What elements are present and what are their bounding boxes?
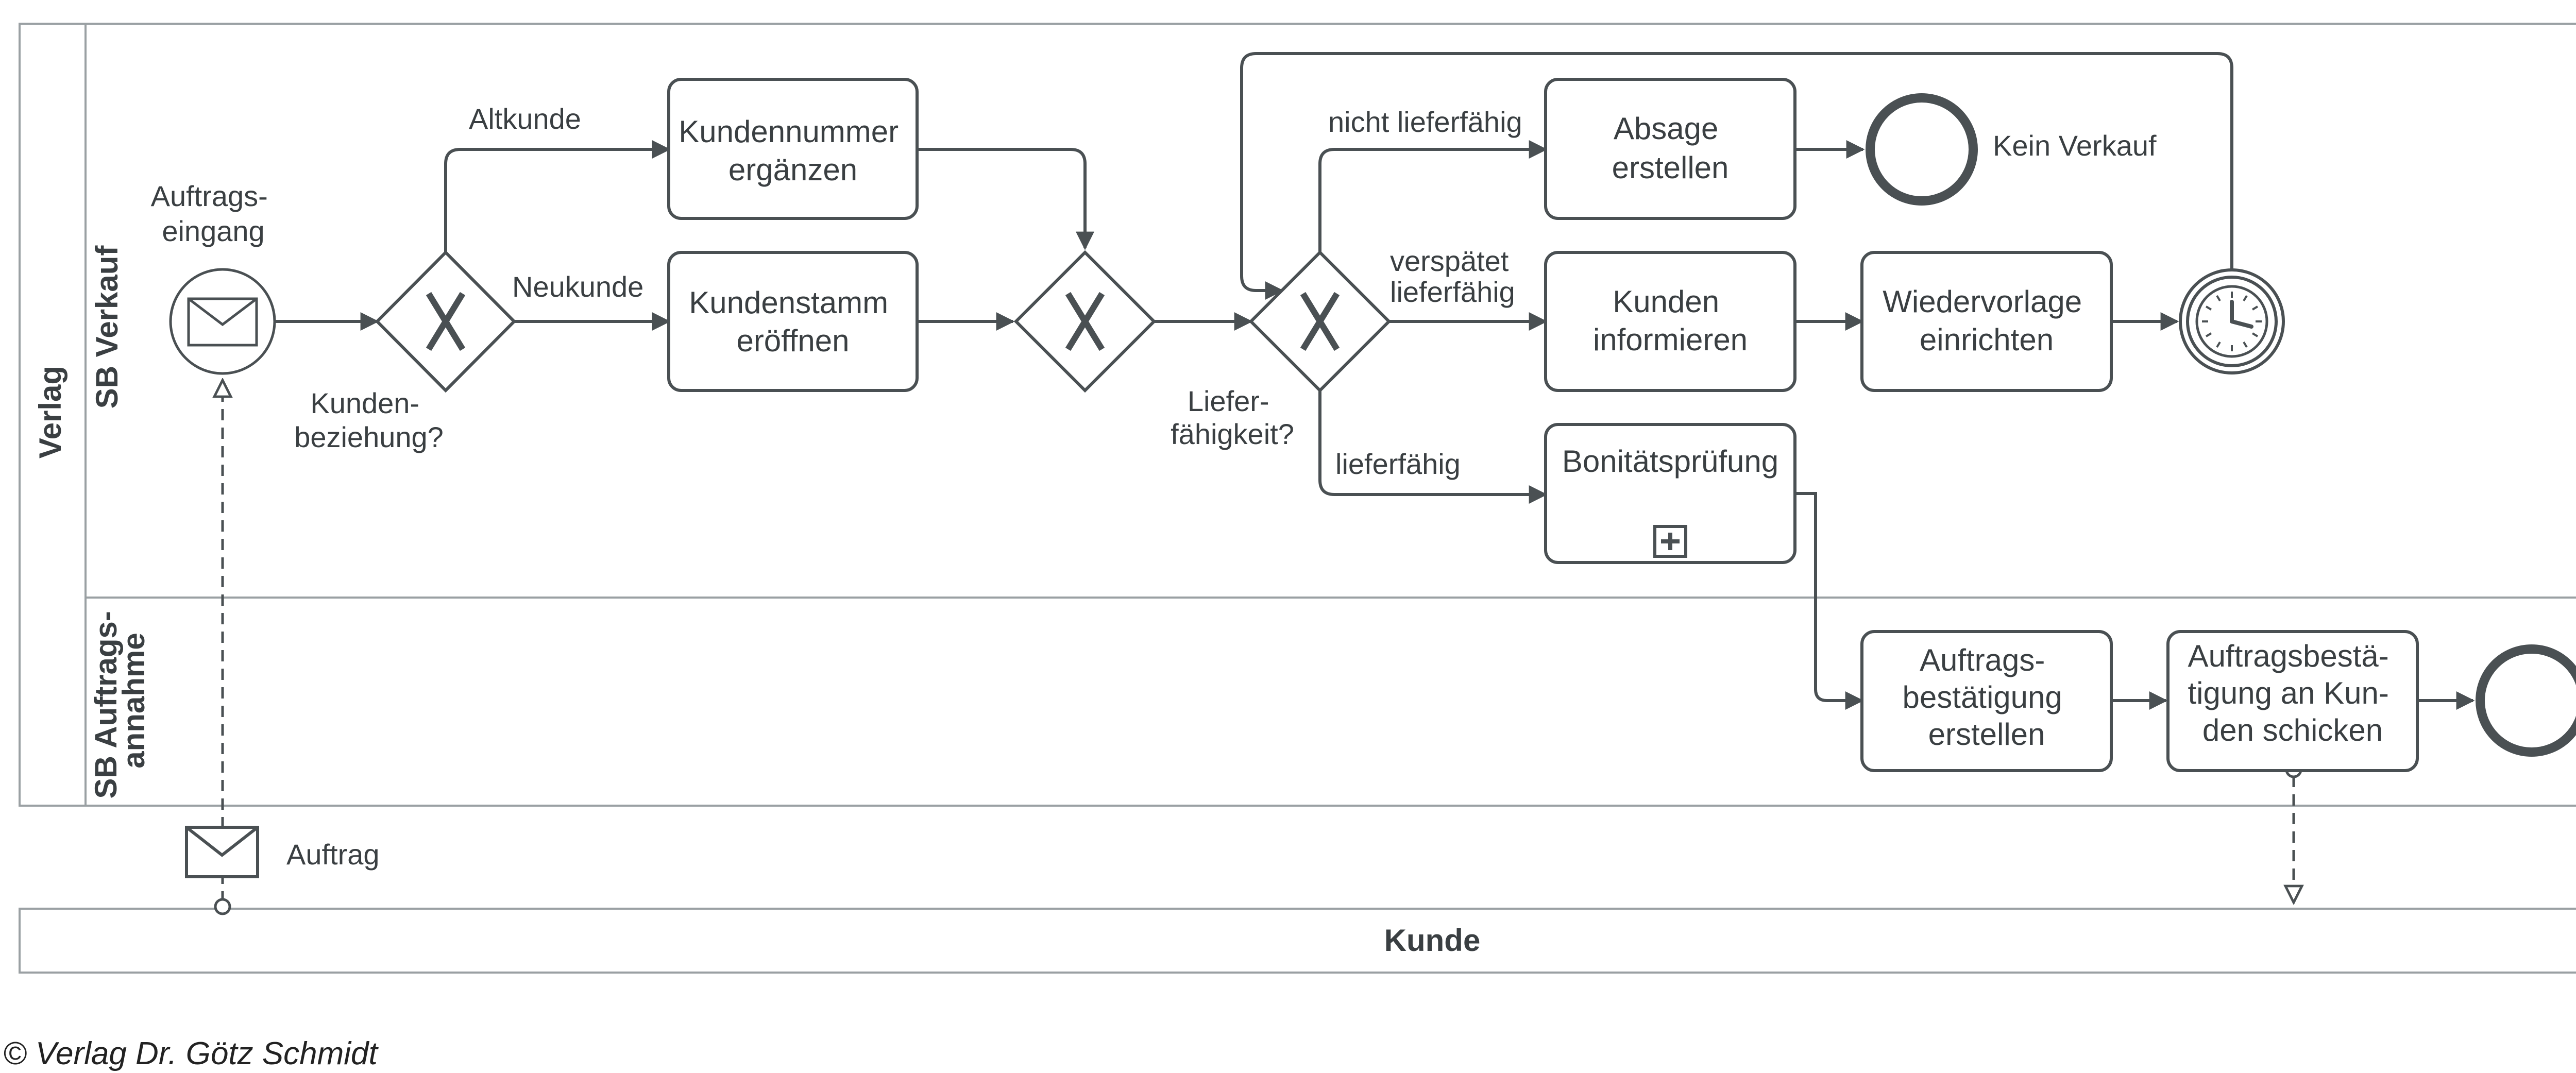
flow-label-altkunde: Altkunde bbox=[469, 103, 581, 135]
task-label: Kundenstamm eröffnen bbox=[689, 285, 897, 358]
flow-label-nicht-lieferfaehig: nicht lieferfähig bbox=[1328, 106, 1522, 138]
task-kundenstamm-eroeffnen[interactable]: Kundenstamm eröffnen bbox=[667, 251, 919, 392]
flow-lieferfaehig bbox=[1318, 390, 1548, 504]
task-kunden-informieren[interactable]: Kunden informieren bbox=[1544, 251, 1797, 392]
gateway-kundenbeziehung-label: Kunden- beziehung? bbox=[294, 387, 444, 453]
task-label: Auftragsbestä- tigung an Kun- den schick… bbox=[2188, 639, 2398, 747]
message-flow-origin bbox=[214, 898, 231, 915]
x-icon bbox=[426, 292, 466, 351]
flow-label-verspaetet: verspätet lieferfähig bbox=[1390, 245, 1517, 308]
start-event-auftragseingang[interactable] bbox=[169, 268, 276, 375]
flow-label-neukunde: Neukunde bbox=[512, 270, 643, 303]
gateway-lieferfaehigkeit[interactable] bbox=[1248, 250, 1392, 393]
lane-label-sb-verkauf: SB Verkauf bbox=[90, 245, 124, 409]
clock-icon bbox=[2195, 285, 2268, 358]
timer-event[interactable] bbox=[2179, 268, 2285, 374]
sequence-flows bbox=[275, 52, 2475, 710]
message-auftrag: Auftrag bbox=[185, 826, 380, 878]
pool-kunde: Kunde bbox=[19, 908, 2576, 974]
flow-bonitaet-to-bestaetigung bbox=[1795, 492, 1864, 710]
pool-label-verlag: Verlag bbox=[33, 366, 67, 458]
task-label: Auftrags- bestätigung erstellen bbox=[1903, 643, 2071, 752]
start-event-label: Auftrags- eingang bbox=[151, 180, 276, 247]
task-label: Bonitätsprüfung bbox=[1562, 444, 1778, 479]
subprocess-plus-icon[interactable] bbox=[1653, 525, 1687, 558]
flow-nicht-lieferfaehig bbox=[1318, 140, 1548, 252]
task-label: Absage erstellen bbox=[1612, 111, 1729, 185]
task-auftragsbestaetigung-schicken[interactable]: Auftragsbestä- tigung an Kun- den schick… bbox=[2166, 630, 2419, 772]
flow-kundennummer-to-merge bbox=[917, 148, 1094, 250]
x-icon bbox=[1065, 292, 1105, 351]
lane-label-sb-auftragsannahme: SB Auftrags- annahme bbox=[89, 602, 151, 798]
gateway-lieferfaehigkeit-label: Liefer- fähigkeit? bbox=[1171, 385, 1294, 450]
message-label: Auftrag bbox=[286, 838, 380, 871]
end-event-kein-verkauf-label: Kein Verkauf bbox=[1993, 129, 2157, 162]
flow-altkunde bbox=[444, 140, 671, 252]
gateway-kundenbeziehung[interactable] bbox=[375, 250, 517, 393]
task-wiedervorlage-einrichten[interactable]: Wiedervorlage einrichten bbox=[1860, 251, 2113, 392]
task-auftragsbestaetigung-erstellen[interactable]: Auftrags- bestätigung erstellen bbox=[1860, 630, 2113, 772]
task-label: Wiedervorlage einrichten bbox=[1883, 284, 2091, 357]
pool-verlag: Verlag bbox=[19, 23, 2576, 807]
task-kundennummer-ergaenzen[interactable]: Kundennummer ergänzen bbox=[667, 78, 919, 220]
flow-timer-loop bbox=[1240, 52, 2233, 300]
pool-label-kunde: Kunde bbox=[1384, 923, 1481, 958]
task-absage-erstellen[interactable]: Absage erstellen bbox=[1544, 78, 1797, 220]
x-icon bbox=[1300, 292, 1340, 351]
task-bonitaetspruefung[interactable]: Bonitätsprüfung bbox=[1544, 423, 1797, 564]
end-event-auftrag[interactable] bbox=[2476, 644, 2576, 757]
gateway-merge[interactable] bbox=[1013, 250, 1157, 393]
copyright-notice: © Verlag Dr. Götz Schmidt bbox=[3, 1036, 379, 1071]
end-event-kein-verkauf[interactable] bbox=[1866, 93, 1978, 206]
envelope-icon bbox=[187, 297, 258, 347]
task-label: Kundennummer ergänzen bbox=[679, 114, 907, 187]
flow-label-lieferfaehig: lieferfähig bbox=[1335, 448, 1461, 480]
task-label: Kunden informieren bbox=[1593, 284, 1748, 357]
